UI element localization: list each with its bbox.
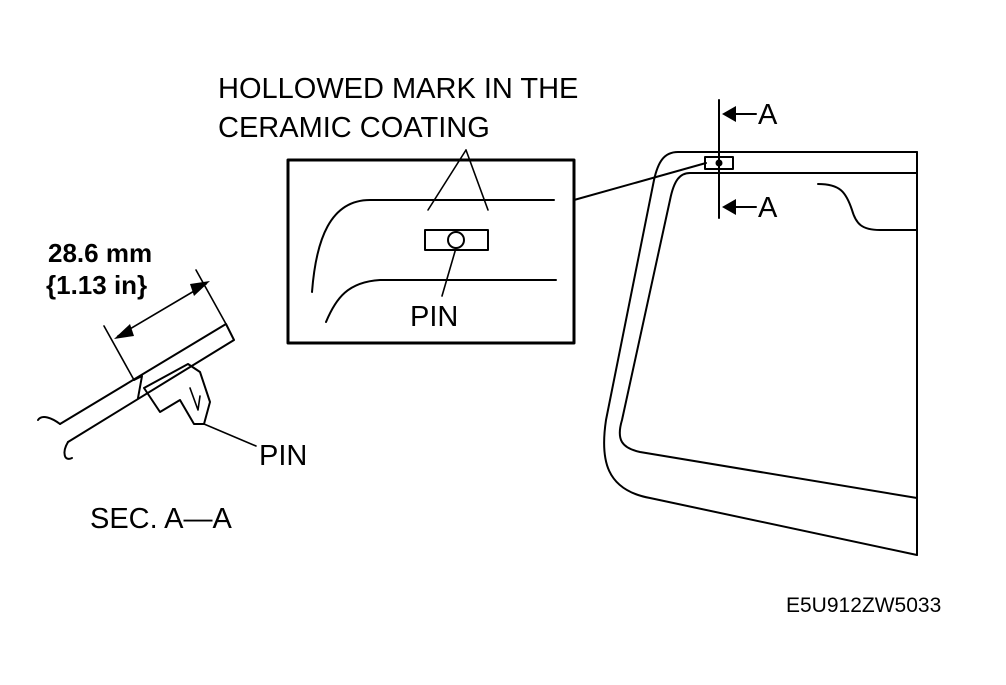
detail-pin-label: PIN (410, 301, 458, 333)
section-title: SEC. A—A (90, 503, 232, 535)
detail-box (286, 158, 576, 345)
section-marker-bottom: A (758, 192, 778, 224)
section-cut-line (718, 99, 757, 219)
dimension-in-label: {1.13 in} (46, 270, 147, 300)
windshield-outline (603, 151, 918, 556)
pin-hole (447, 231, 465, 249)
dimension-line (103, 269, 227, 381)
section-marker-top: A (758, 99, 778, 131)
callout-label-line2: CERAMIC COATING (218, 112, 490, 144)
hollowed-mark (424, 229, 489, 251)
callout-label-line1: HOLLOWED MARK IN THE (218, 73, 578, 105)
figure-code: E5U912ZW5033 (786, 594, 941, 617)
glass-section (37, 323, 257, 460)
dimension-mm-label: 28.6 mm (48, 238, 152, 268)
detail-leader-line (573, 162, 707, 201)
section-pin-label: PIN (259, 440, 307, 472)
